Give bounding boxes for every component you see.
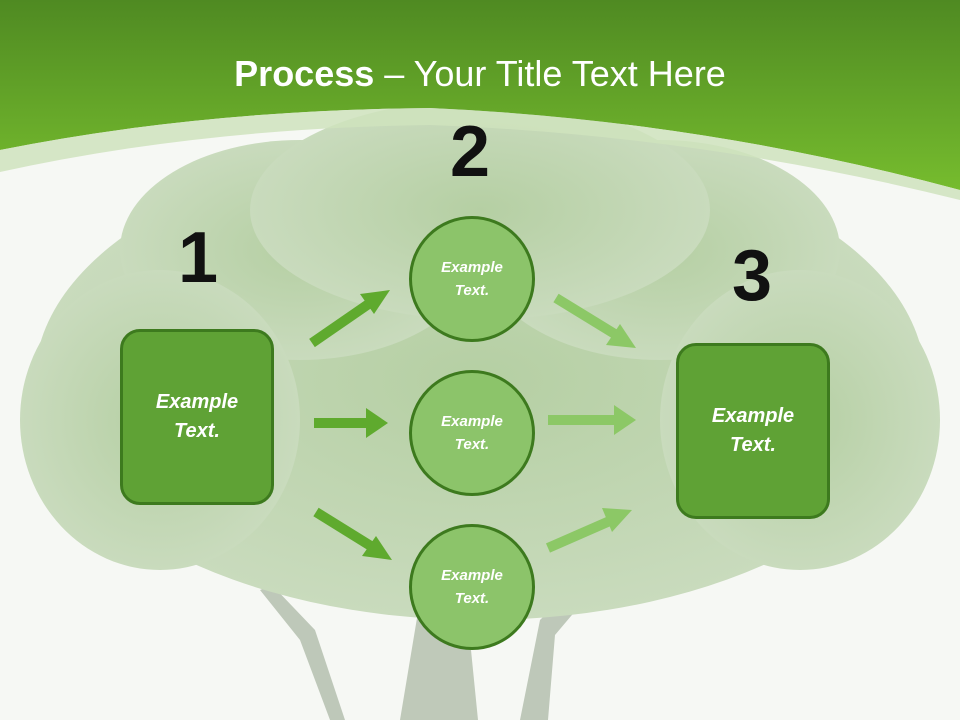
process-circle-1-label: Example Text.: [441, 259, 503, 299]
step-number-3: 3: [732, 236, 773, 316]
step-number-2: 2: [450, 112, 491, 192]
arrow-left-bottom: [313, 507, 392, 560]
process-circle-1: Example Text.: [409, 216, 535, 342]
header-band: [0, 0, 960, 190]
step-number-1: 1: [178, 218, 219, 298]
arrow-right-bottom: [545, 508, 632, 553]
process-circle-3-label: Example Text.: [441, 567, 503, 607]
title-rest: – Your Title Text Here: [374, 53, 726, 94]
arrow-right-top: [553, 293, 636, 348]
process-box-end: Example Text.: [676, 343, 830, 519]
process-circle-2-label: Example Text.: [441, 413, 503, 453]
arrow-left-top: [309, 290, 390, 348]
page-title: Process – Your Title Text Here: [0, 52, 960, 96]
process-box-end-label: Example Text.: [711, 405, 795, 456]
title-bold: Process: [234, 53, 375, 94]
process-circle-2: Example Text.: [409, 370, 535, 496]
process-box-start: Example Text.: [120, 329, 274, 505]
process-box-start-label: Example Text.: [155, 391, 239, 442]
process-circle-3: Example Text.: [409, 524, 535, 650]
arrow-left-middle: [314, 408, 388, 438]
header-swoosh: [0, 108, 960, 200]
arrow-right-middle: [548, 405, 636, 435]
